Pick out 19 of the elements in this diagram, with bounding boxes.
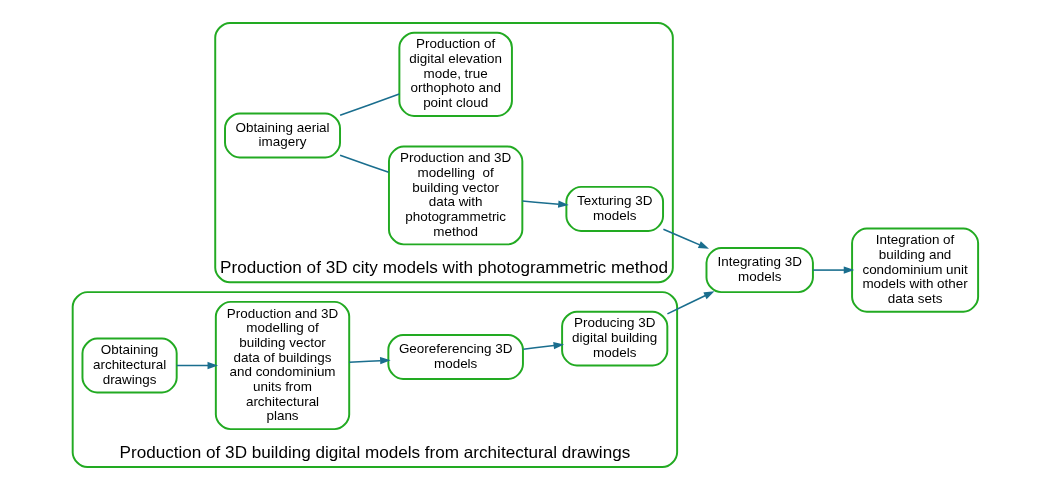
arrow [347, 357, 391, 365]
node-box: Production of digital elevation mode, true orthophoto and point cloud [397, 31, 513, 117]
node-box: Integration of building and condominium unit models with other data sets [850, 227, 979, 313]
node-box: Obtaining architectural drawings [81, 337, 178, 394]
arrow [521, 200, 569, 208]
node-box: Producing 3D digital building models [560, 310, 668, 367]
arrow [666, 291, 714, 315]
node-box: Georeferencing 3D models [386, 333, 524, 380]
arrow [175, 361, 218, 370]
node-box: Production and 3D modelling of building vector data of buildings and condominium units from architectural plans [214, 300, 350, 431]
connector [338, 93, 400, 117]
arrow [662, 228, 709, 249]
arrow [811, 266, 854, 274]
arrow [522, 341, 564, 350]
node-box: Production and 3D modelling of building vector data with photogrammetric method [387, 145, 523, 246]
node-box: Texturing 3D models [564, 185, 664, 232]
node-box: Integrating 3D models [705, 247, 814, 294]
node-box: Obtaining aerial imagery [223, 112, 341, 159]
connector [338, 154, 389, 174]
